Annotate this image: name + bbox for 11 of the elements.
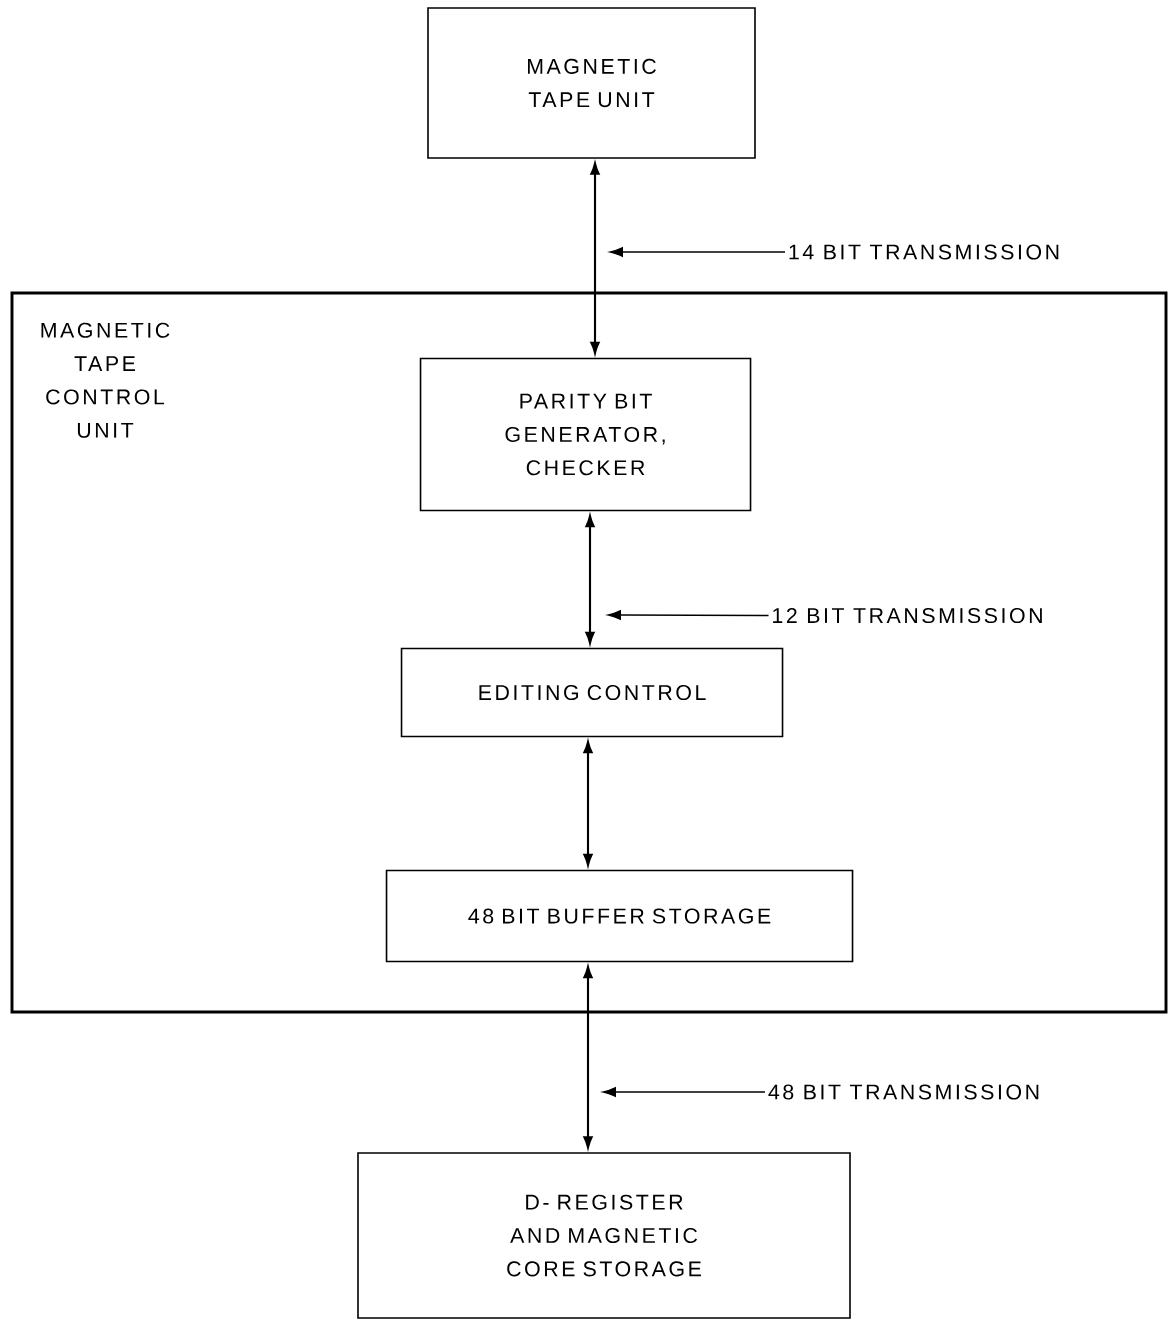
leader-line [609, 247, 786, 257]
process-box: EDITING CONTROL [400, 647, 784, 738]
transmission-label: 48 BIT TRANSMISSION [768, 1084, 1039, 1100]
leader-line [607, 610, 770, 620]
process-box: 48 BIT BUFFER STORAGE [385, 869, 854, 963]
transmission-label: 12 BIT TRANSMISSION [773, 608, 1042, 624]
leader-line [602, 1087, 766, 1097]
process-box: PARITY BIT GENERATOR, CHECKER [419, 357, 752, 512]
process-box: D- REGISTER AND MAGNETIC CORE STORAGE [357, 1152, 851, 1319]
process-box: MAGNETIC TAPE UNIT [427, 7, 756, 159]
transmission-label: 14 BIT TRANSMISSION [789, 244, 1059, 260]
